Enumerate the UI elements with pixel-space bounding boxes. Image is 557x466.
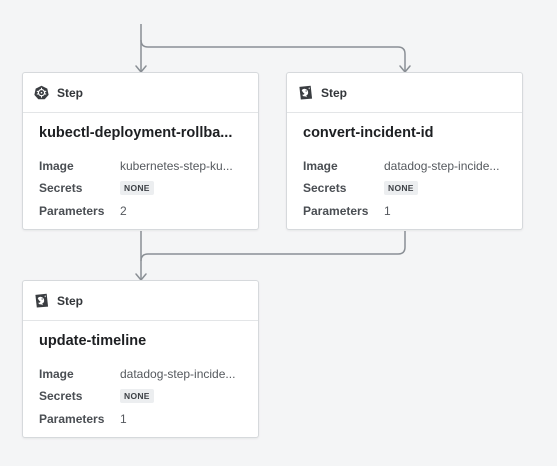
step-title: update-timeline	[39, 333, 147, 349]
secrets-badge: NONE	[384, 181, 418, 195]
step-type-label: Step	[57, 85, 84, 100]
image-value: datadog-step-incide...	[384, 159, 500, 173]
secrets-badge: NONE	[120, 389, 154, 403]
connector-entry-to-step-2	[140, 39, 406, 72]
secrets-label: Secrets	[39, 181, 83, 195]
secrets-row: Secrets NONE	[39, 389, 154, 403]
secrets-row: Secrets NONE	[303, 181, 418, 195]
step-card-header: Step	[23, 281, 258, 321]
parameters-row: Parameters 1	[39, 412, 242, 426]
parameters-value: 1	[120, 412, 127, 426]
datadog-icon	[297, 85, 313, 101]
image-label: Image	[39, 367, 74, 381]
step-type-label: Step	[57, 293, 84, 308]
step-card-header: Step	[23, 73, 258, 113]
parameters-label: Parameters	[39, 204, 105, 218]
parameters-row: Parameters 1	[303, 204, 506, 218]
parameters-value: 1	[384, 204, 391, 218]
secrets-row: Secrets NONE	[39, 181, 154, 195]
step-card-convert-incident-id[interactable]: Step convert-incident-id Image datadog-s…	[286, 72, 523, 230]
kubernetes-icon	[33, 85, 49, 101]
image-row: Image datadog-step-incide...	[39, 367, 242, 381]
secrets-label: Secrets	[303, 181, 347, 195]
image-row: Image kubernetes-step-ku...	[39, 159, 242, 173]
step-card-update-timeline[interactable]: Step update-timeline Image datadog-step-…	[22, 280, 259, 438]
image-label: Image	[39, 159, 74, 173]
image-value: kubernetes-step-ku...	[120, 159, 233, 173]
parameters-label: Parameters	[39, 412, 105, 426]
step-title: kubectl-deployment-rollba...	[39, 125, 233, 141]
parameters-row: Parameters 2	[39, 204, 242, 218]
image-label: Image	[303, 159, 338, 173]
step-card-kubectl-deployment-rollback[interactable]: Step kubectl-deployment-rollba... Image …	[22, 72, 259, 230]
step-card-header: Step	[287, 73, 522, 113]
image-row: Image datadog-step-incide...	[303, 159, 506, 173]
secrets-badge: NONE	[120, 181, 154, 195]
parameters-value: 2	[120, 204, 127, 218]
parameters-label: Parameters	[303, 204, 369, 218]
connector-step-2-to-step-3	[140, 231, 406, 262]
secrets-label: Secrets	[39, 389, 83, 403]
step-title: convert-incident-id	[303, 125, 434, 141]
step-type-label: Step	[321, 85, 348, 100]
image-value: datadog-step-incide...	[120, 367, 236, 381]
datadog-icon	[33, 293, 49, 309]
